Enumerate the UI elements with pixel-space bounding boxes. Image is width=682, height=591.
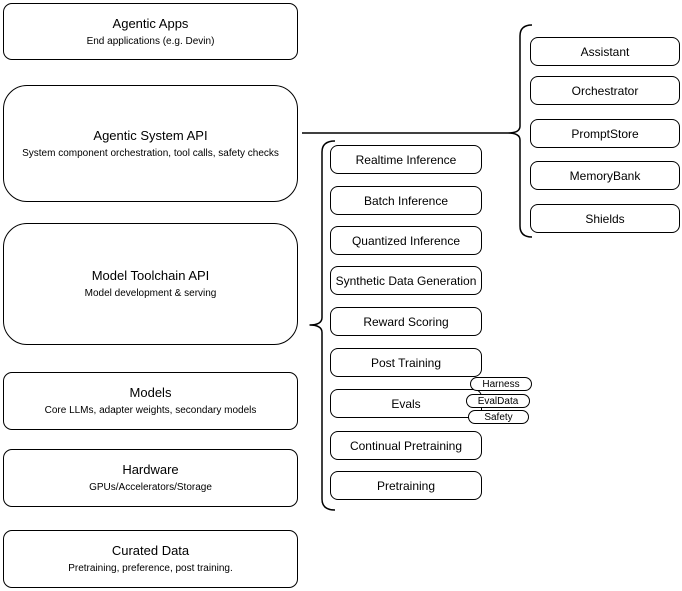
node-label: Orchestrator	[571, 83, 639, 98]
node-label: Shields	[585, 211, 625, 226]
node-label: Continual Pretraining	[349, 438, 463, 453]
node-title: Agentic System API	[93, 127, 208, 143]
node-quantized-inference: Quantized Inference	[330, 226, 482, 255]
node-synthetic-data-generation: Synthetic Data Generation	[330, 266, 482, 295]
node-realtime-inference: Realtime Inference	[330, 145, 482, 174]
node-promptstore: PromptStore	[530, 119, 680, 148]
node-label: Batch Inference	[363, 193, 449, 208]
node-label: Evals	[391, 396, 421, 411]
node-orchestrator: Orchestrator	[530, 76, 680, 105]
node-title: Model Toolchain API	[91, 268, 210, 283]
node-batch-inference: Batch Inference	[330, 186, 482, 215]
node-agentic-system-api: Agentic System API System component orch…	[3, 85, 298, 202]
node-label: Reward Scoring	[363, 314, 449, 329]
node-shields: Shields	[530, 204, 680, 233]
node-label: Quantized Inference	[351, 233, 461, 248]
node-assistant: Assistant	[530, 37, 680, 66]
node-agentic-apps: Agentic Apps End applications (e.g. Devi…	[3, 3, 298, 60]
node-label: Post Training	[370, 355, 442, 370]
node-subtitle: End applications (e.g. Devin)	[86, 35, 215, 47]
node-title: Agentic Apps	[112, 15, 189, 31]
node-subtitle: Model development & serving	[84, 288, 217, 299]
node-label: Realtime Inference	[355, 152, 457, 167]
node-label: Pretraining	[376, 478, 436, 493]
node-memorybank: MemoryBank	[530, 161, 680, 190]
node-title: Models	[129, 385, 172, 400]
node-model-toolchain-api: Model Toolchain API Model development & …	[3, 223, 298, 345]
node-reward-scoring: Reward Scoring	[330, 307, 482, 336]
node-label: Assistant	[580, 44, 630, 59]
node-models: Models Core LLMs, adapter weights, secon…	[3, 372, 298, 430]
node-subtitle: GPUs/Accelerators/Storage	[89, 482, 212, 493]
tag-evaldata: EvalData	[466, 394, 530, 408]
node-subtitle: Core LLMs, adapter weights, secondary mo…	[44, 405, 257, 416]
tag-harness: Harness	[470, 377, 532, 391]
node-title: Hardware	[122, 462, 179, 477]
node-post-training: Post Training	[330, 348, 482, 377]
node-subtitle: Pretraining, preference, post training.	[68, 563, 233, 574]
node-subtitle: System component orchestration, tool cal…	[22, 147, 279, 159]
system-components-bracket	[507, 24, 533, 238]
node-label: PromptStore	[571, 126, 639, 141]
node-hardware: Hardware GPUs/Accelerators/Storage	[3, 449, 298, 507]
node-title: Curated Data	[111, 543, 190, 558]
node-continual-pretraining: Continual Pretraining	[330, 431, 482, 460]
node-label: Synthetic Data Generation	[335, 273, 477, 288]
node-evals: Evals	[330, 389, 482, 418]
node-pretraining: Pretraining	[330, 471, 482, 500]
node-curated-data: Curated Data Pretraining, preference, po…	[3, 530, 298, 588]
tag-safety: Safety	[468, 410, 529, 424]
node-label: MemoryBank	[569, 168, 641, 183]
